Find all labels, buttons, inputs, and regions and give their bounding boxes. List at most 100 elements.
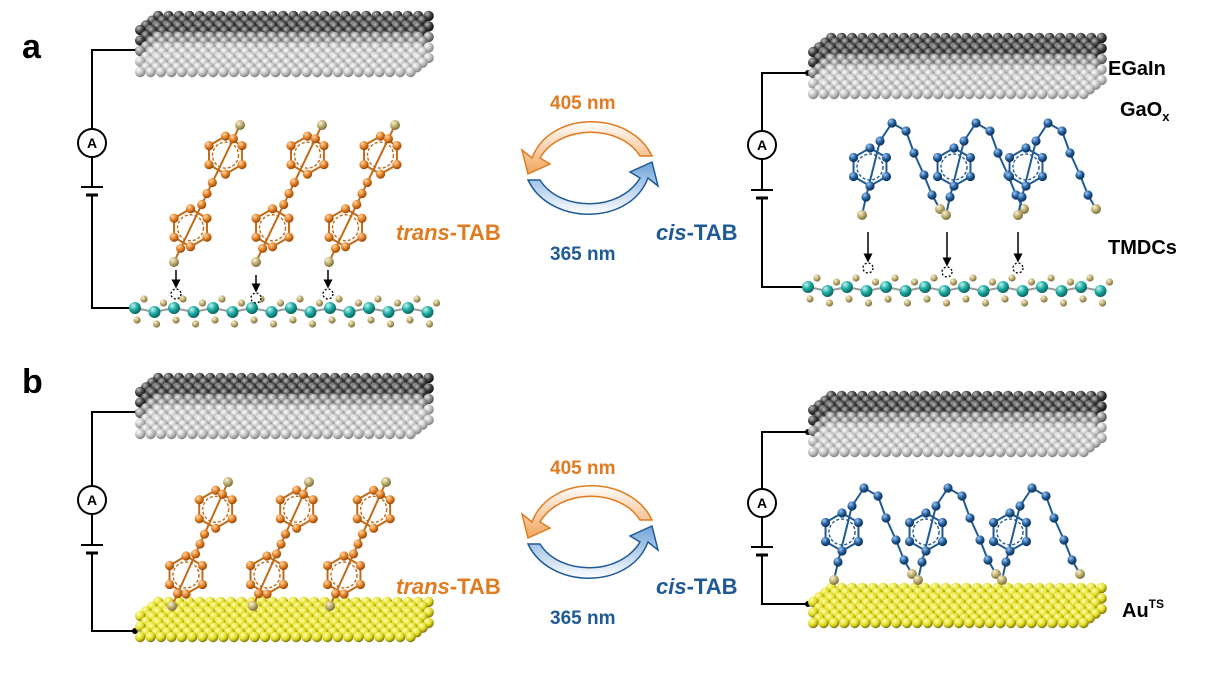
chain-atom — [1027, 483, 1037, 493]
slab-atom — [311, 428, 323, 440]
chain-atom — [357, 188, 367, 199]
metal-atom — [304, 306, 317, 318]
vacancy-binding-arrow — [1012, 232, 1024, 274]
metal-atom — [421, 306, 434, 318]
vacancy-site — [1012, 262, 1024, 274]
thiol-atom — [913, 575, 923, 585]
slab-atom — [953, 88, 964, 100]
ring-atom — [308, 514, 318, 524]
circuit-wire — [91, 553, 135, 632]
chain-atom — [1043, 118, 1053, 128]
aromatic-ring — [172, 561, 200, 589]
slab-atom — [901, 446, 912, 458]
chain-atom — [833, 557, 843, 567]
chalcogen-atom — [806, 295, 814, 303]
circuit-wire — [761, 555, 808, 605]
chain-atom — [965, 513, 975, 523]
ring-atom — [164, 560, 175, 571]
ring-atom — [324, 213, 334, 223]
slab-atom — [322, 66, 333, 78]
chalcogen-atom — [884, 295, 892, 303]
chalcogen-atom — [942, 299, 951, 307]
chain-atom — [271, 549, 282, 559]
ring-atom — [392, 160, 402, 170]
aromatic-ring — [201, 495, 230, 523]
ring-atom — [340, 242, 351, 252]
ring-atom — [262, 551, 272, 561]
slab-atom — [301, 631, 312, 643]
chain-atom — [357, 529, 368, 539]
slab-atom — [839, 446, 850, 458]
ring-atom — [357, 213, 367, 223]
ring-atom — [1021, 517, 1032, 528]
egain-electrode-b-left — [135, 372, 434, 440]
slab-atom — [1036, 88, 1048, 100]
metal-atom — [821, 285, 834, 297]
slab-atom — [155, 631, 167, 643]
aromatic-ring — [996, 518, 1024, 546]
slab-atom — [291, 66, 302, 78]
chain-atom — [971, 118, 981, 128]
molecule-bond — [203, 493, 224, 535]
slab-atom — [891, 617, 902, 629]
ring-atom — [385, 514, 395, 524]
chalcogen-atom — [276, 299, 285, 307]
slab-atom — [1068, 617, 1079, 629]
slab-atom — [1026, 446, 1037, 458]
chain-atom — [197, 199, 207, 210]
chalcogen-atom — [237, 299, 246, 307]
slab-atom — [912, 88, 923, 100]
slab-atom — [1005, 446, 1016, 458]
chain-atom — [199, 529, 210, 539]
metal-atom — [1075, 281, 1087, 293]
trans-tab-label-a: trans-TAB — [396, 220, 501, 246]
chain-atom — [195, 539, 205, 549]
aromatic-ring — [211, 141, 240, 169]
slab-atom — [1026, 88, 1037, 100]
ring-atom — [245, 579, 256, 590]
slab-atom — [964, 446, 975, 458]
slab-atom — [405, 631, 416, 643]
vacancy-site — [322, 288, 334, 300]
metal-atom — [958, 281, 970, 293]
arrow-365nm — [526, 160, 660, 215]
slab-atom — [187, 428, 198, 440]
chalcogen-atom — [891, 274, 899, 282]
chain-atom — [1017, 192, 1027, 202]
slab-atom — [228, 428, 239, 440]
ring-atom — [352, 514, 362, 524]
slab-atom — [932, 617, 944, 629]
wavelength-405-label-a: 405 nm — [550, 93, 616, 114]
chalcogen-atom — [140, 295, 148, 303]
chain-atom — [1083, 190, 1093, 200]
ring-atom — [251, 213, 261, 223]
ring-atom — [937, 517, 948, 528]
slab-atom — [964, 617, 975, 629]
circuit-wire — [91, 195, 135, 309]
chalcogen-atom — [198, 299, 207, 307]
ring-atom — [308, 495, 318, 505]
chalcogen-atom — [406, 316, 414, 324]
slab-atom — [984, 446, 996, 458]
vacancy-site — [862, 262, 874, 274]
chain-atom — [348, 549, 359, 559]
chain-atom — [298, 489, 308, 499]
ring-atom — [949, 143, 959, 153]
panel-label-b: b — [22, 363, 43, 401]
chain-atom — [362, 177, 372, 188]
slab-atom — [943, 617, 954, 629]
slab-atom — [1016, 617, 1027, 629]
chalcogen-atom — [1066, 278, 1075, 286]
thiol-atom — [167, 601, 177, 611]
ring-atom — [369, 485, 379, 495]
ring-atom — [181, 551, 191, 561]
slab-atom — [187, 631, 198, 643]
slab-atom — [145, 66, 156, 78]
slab-atom — [166, 631, 177, 643]
slab-atom — [343, 66, 354, 78]
metal-atom — [343, 306, 356, 318]
chain-atom — [1031, 136, 1041, 146]
aromatic-ring — [1012, 153, 1040, 181]
chain-atom — [1001, 557, 1011, 567]
